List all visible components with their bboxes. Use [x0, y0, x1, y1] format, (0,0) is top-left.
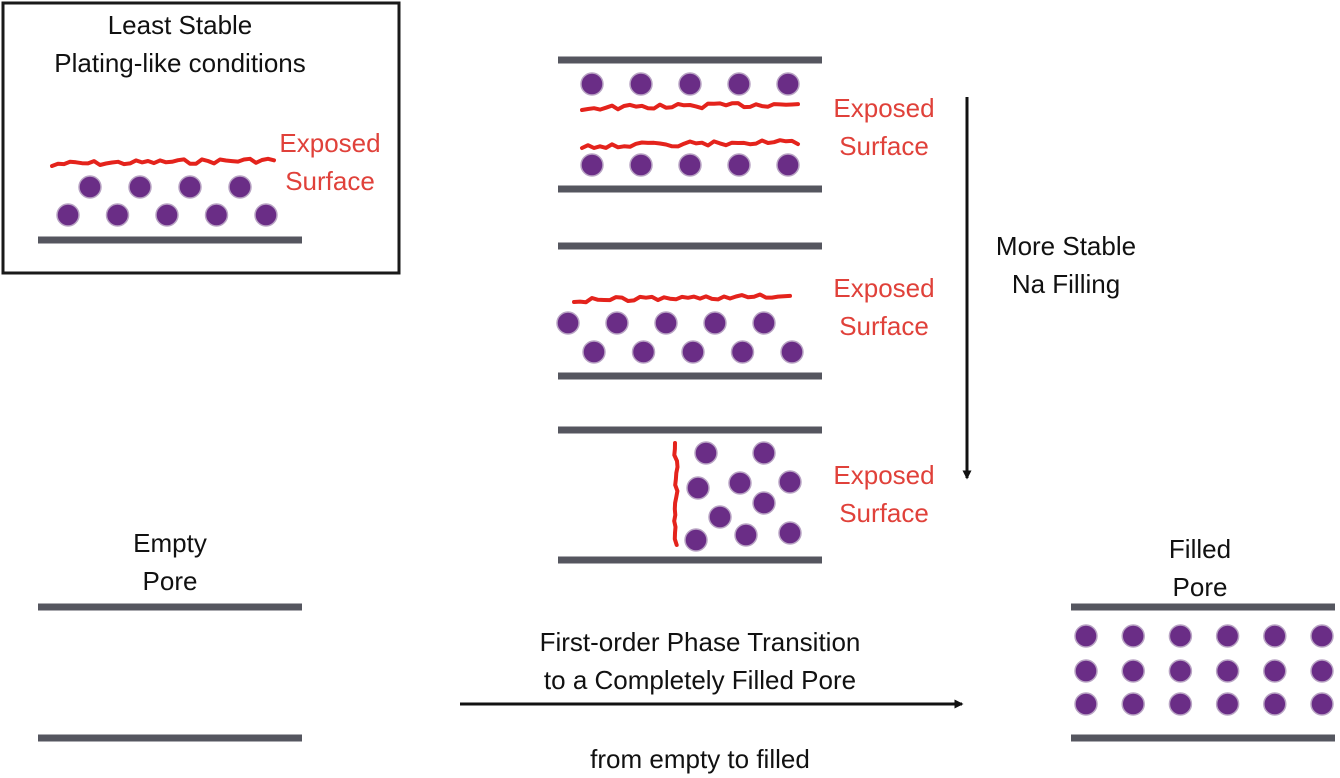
filled-pore-line1: Filled — [1168, 534, 1232, 564]
least-stable-particle — [228, 175, 252, 199]
filled-pore-particle — [1074, 692, 1098, 716]
stage1-particle — [678, 72, 702, 96]
stage3-particle — [694, 441, 718, 465]
stage1-exposed-surface-lower — [580, 138, 800, 150]
stage2-exposed-label: Exposed Surface — [816, 269, 952, 345]
stage3-particle — [684, 528, 708, 552]
filled-pore-particle — [1168, 659, 1193, 683]
transition-caption: from empty to filled — [590, 744, 810, 774]
filled-pore-particle — [1121, 659, 1145, 683]
transition-label: First-order Phase Transition to a Comple… — [450, 623, 950, 699]
exposed-line1: Exposed — [833, 460, 935, 490]
transition-line1: First-order Phase Transition — [539, 627, 861, 657]
least-stable-particle — [128, 175, 152, 199]
transition-line2: to a Completely Filled Pore — [543, 665, 857, 695]
filled-pore-particle — [1310, 624, 1334, 648]
stage1-particle — [727, 153, 751, 177]
stage1-particle — [776, 153, 800, 177]
least-stable-particle — [56, 203, 80, 227]
least-stable-particle — [178, 175, 202, 199]
filled-pore-particle — [1168, 692, 1193, 716]
filled-pore-particle — [1310, 659, 1334, 683]
stage1-particle — [580, 72, 604, 96]
stage2-particle — [730, 340, 755, 364]
stage3-particle — [734, 523, 758, 547]
least-stable-particle — [105, 203, 130, 227]
stability-arrow-label: More Stable Na Filling — [968, 227, 1164, 303]
stage3-particle — [708, 505, 732, 529]
filled-pore-label: Filled Pore — [1130, 530, 1270, 606]
stage3-particle — [728, 471, 752, 495]
exposed-line1: Exposed — [279, 128, 381, 158]
stage2-particle — [605, 311, 629, 335]
stage1-particle — [580, 153, 604, 177]
stage2-particle — [780, 340, 804, 364]
stage2-particle — [556, 311, 580, 335]
stage3-particle — [778, 521, 802, 545]
filled-pore-particle — [1263, 692, 1287, 716]
exposed-line2: Surface — [839, 498, 929, 528]
exposed-line1: Exposed — [833, 273, 935, 303]
empty-pore-label: Empty Pore — [100, 524, 240, 600]
least-stable-frame — [1, 1, 401, 275]
stage2-particle — [631, 340, 656, 364]
least-stable-title-line2: Plating-like conditions — [54, 48, 306, 78]
stability-line2: Na Filling — [1011, 269, 1121, 299]
least-stable-title-line1: Least Stable — [107, 10, 253, 40]
least-stable-particle — [78, 175, 102, 199]
stage2-particle — [582, 340, 606, 364]
stage1-exposed-label: Exposed Surface — [816, 89, 952, 165]
filled-pore-particle — [1121, 692, 1145, 716]
filled-pore-particle — [1074, 659, 1098, 683]
empty-pore-line2: Pore — [142, 566, 198, 596]
stage3-particle — [752, 491, 776, 515]
stage3-exposed-surface — [672, 441, 680, 547]
least-stable-particle — [204, 203, 229, 227]
stage1-particle — [776, 72, 800, 96]
stage1-particle — [727, 72, 751, 96]
least-stable-particle — [254, 203, 278, 227]
stage3-particle — [752, 441, 776, 465]
stage3-particle — [686, 476, 710, 500]
stage1-particle — [678, 153, 702, 177]
stage3-exposed-label: Exposed Surface — [816, 456, 952, 532]
filled-pore-particle — [1215, 624, 1240, 648]
filled-pore-particle — [1168, 624, 1193, 648]
filled-pore-particle — [1215, 659, 1240, 683]
filled-pore-particle — [1121, 624, 1145, 648]
empty-pore-line1: Empty — [133, 528, 207, 558]
filled-pore-particle — [1215, 692, 1240, 716]
stage1-exposed-surface-upper — [580, 101, 800, 112]
exposed-line2: Surface — [285, 166, 375, 196]
least-stable-title: Least Stable Plating-like conditions — [10, 6, 350, 82]
stage2-particle — [654, 311, 678, 335]
stage2-particle — [703, 311, 727, 335]
stage2-exposed-surface — [572, 292, 792, 305]
filled-pore-particle — [1263, 624, 1287, 648]
least-stable-particle — [155, 203, 179, 227]
stage3-particle — [778, 470, 802, 494]
stability-line1: More Stable — [995, 231, 1137, 261]
stage2-particle — [752, 311, 776, 335]
exposed-line1: Exposed — [833, 93, 935, 123]
exposed-line2: Surface — [839, 311, 929, 341]
filled-pore-particle — [1074, 624, 1098, 648]
stage2-particle — [681, 340, 705, 364]
exposed-line2: Surface — [839, 131, 929, 161]
stage1-particle — [629, 72, 653, 96]
filled-pore-particle — [1263, 659, 1287, 683]
filled-pore-line2: Pore — [1172, 572, 1228, 602]
least-stable-exposed-surface — [50, 156, 276, 168]
filled-pore-particle — [1310, 692, 1334, 716]
least-stable-exposed-label: Exposed Surface — [262, 124, 398, 200]
stage1-particle — [629, 153, 653, 177]
